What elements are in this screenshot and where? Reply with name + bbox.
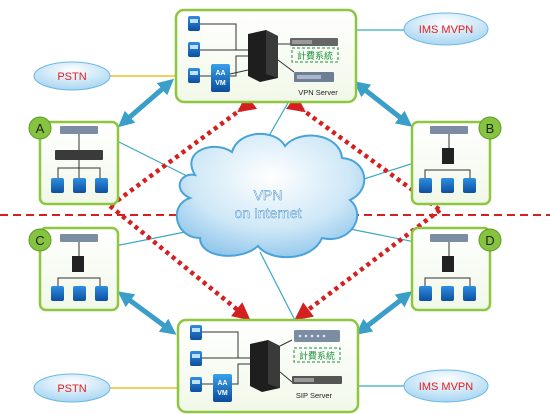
site-d-frame: D (410, 226, 502, 312)
phone-icon (95, 286, 108, 301)
site-c-label: C (35, 233, 44, 248)
pbx-chassis-icon (442, 256, 454, 272)
phone-icon (419, 178, 432, 193)
bottom-server-label: SIP Server (296, 391, 333, 400)
router-icon (294, 330, 340, 342)
phone-icon (190, 325, 202, 340)
billing-server-icon: 計費系統 (293, 347, 341, 363)
ims-top-label: IMS MVPN (419, 24, 473, 36)
pstn-top-label: PSTN (57, 71, 86, 83)
pbx-chassis-icon (250, 340, 280, 392)
site-a-frame: A (28, 116, 120, 206)
phone-icon (190, 351, 202, 366)
vpn-server-icon: VPN Server (294, 72, 338, 97)
top-server-label: VPN Server (298, 88, 338, 97)
pstn-top-bubble: PSTN (33, 61, 111, 91)
top-billing-label: 計費系統 (297, 50, 333, 61)
top-hub-frame: AA VM 計費系統 VPN Server (174, 8, 358, 104)
router-icon (430, 234, 468, 242)
phone-icon (73, 178, 86, 193)
aa-label: AA (215, 70, 225, 77)
phone-icon (463, 178, 476, 193)
phone-icon (188, 16, 200, 31)
pstn-bottom-bubble: PSTN (33, 373, 111, 403)
pbx-chassis-icon (442, 148, 454, 164)
phone-icon (73, 286, 86, 301)
pbx-chassis-icon (72, 256, 84, 272)
ims-bottom-bubble: IMS MVPN (403, 369, 489, 403)
router-icon (60, 126, 98, 134)
internet-cloud: VPN on Internet (175, 132, 366, 259)
bottom-billing-label: 計費系統 (299, 350, 335, 361)
sip-server-icon: SIP Server (292, 376, 342, 400)
ims-top-bubble: IMS MVPN (403, 12, 489, 46)
phone-icon (441, 178, 454, 193)
phone-icon (441, 286, 454, 301)
phone-icon (95, 178, 108, 193)
vm-label: VM (215, 80, 226, 87)
cloud-label-line2: on Internet (235, 205, 302, 221)
hub-site-arrows (117, 78, 413, 335)
pstn-bottom-label: PSTN (57, 383, 86, 395)
pbx-chassis-icon (248, 30, 278, 82)
site-c-frame: C (28, 226, 120, 312)
vm-label: VM (217, 390, 228, 397)
site-b-frame: B (410, 116, 502, 206)
aa-vm-module: AA VM (213, 374, 232, 402)
cloud-label-line1: VPN (254, 187, 283, 203)
site-b-label: B (486, 121, 495, 136)
phone-icon (188, 68, 200, 83)
phone-icon (190, 377, 202, 392)
aa-label: AA (217, 380, 227, 387)
bottom-hub-frame: AA VM 計費系統 SIP Server (176, 318, 360, 414)
router-icon (60, 234, 98, 242)
phone-icon (188, 42, 200, 57)
aa-vm-module: AA VM (211, 64, 230, 92)
billing-server-icon: 計費系統 (290, 38, 339, 63)
router-icon (430, 126, 468, 134)
ims-bottom-label: IMS MVPN (419, 381, 473, 393)
phone-icon (463, 286, 476, 301)
site-a-label: A (36, 121, 45, 136)
phone-icon (419, 286, 432, 301)
site-d-label: D (485, 233, 494, 248)
switch-icon (55, 150, 103, 160)
phone-icon (51, 286, 64, 301)
phone-icon (51, 178, 64, 193)
